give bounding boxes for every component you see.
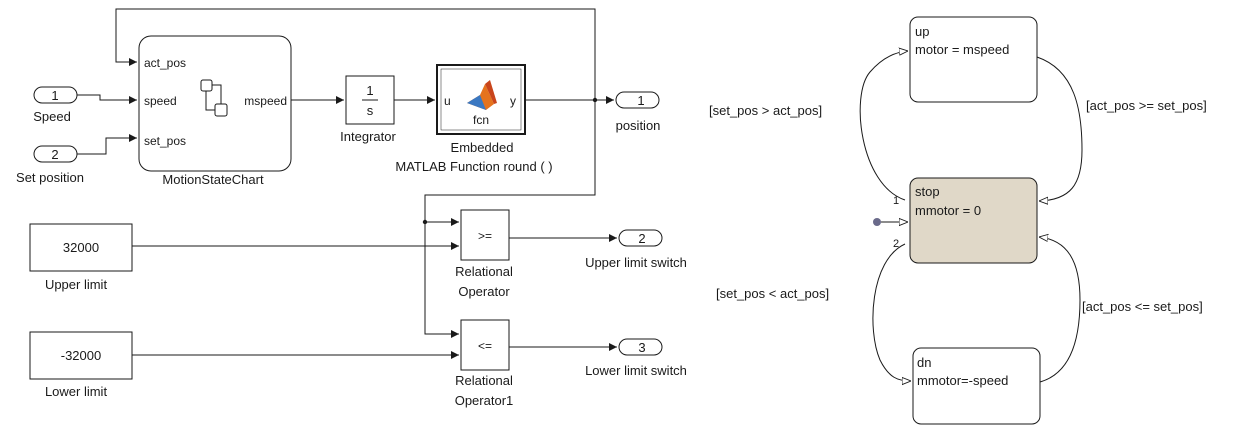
inport-number: 2 <box>51 147 58 162</box>
transition-priority-1: 1 <box>893 195 899 207</box>
outport-label: Lower limit switch <box>585 363 687 378</box>
state-action: mmotor=-speed <box>917 373 1008 388</box>
wire-feedback-act-pos[interactable] <box>115 8 596 100</box>
motion-state-chart-block[interactable]: act_pos speed set_pos mspeed MotionState… <box>138 35 292 187</box>
outport-position[interactable]: 1 position <box>615 91 661 133</box>
stateflow-chart-icon <box>200 79 228 117</box>
relational-label-line2: Operator <box>458 284 510 299</box>
outport-label: Upper limit switch <box>585 255 687 270</box>
transition-label-up-to-stop: [act_pos >= set_pos] <box>1086 98 1207 113</box>
state-up[interactable]: up motor = mspeed <box>909 16 1038 103</box>
state-name: up <box>915 24 929 39</box>
outport-number: 1 <box>637 93 644 108</box>
state-name: stop <box>915 184 940 199</box>
outport-upper-limit-switch[interactable]: 2 Upper limit switch <box>585 229 687 270</box>
chart-input-act-pos: act_pos <box>144 56 186 70</box>
relational-label-line1: Relational <box>455 373 513 388</box>
relational-operator-ge[interactable]: >= Relational Operator <box>455 209 513 299</box>
state-stop[interactable]: stop mmotor = 0 <box>909 177 1038 264</box>
constant-value: -32000 <box>61 348 101 363</box>
transition-priority-2: 2 <box>893 238 899 250</box>
state-name: dn <box>917 355 931 370</box>
relational-label-line2: Operator1 <box>455 393 514 408</box>
signal-lines <box>77 8 617 359</box>
integrator-name: Integrator <box>340 129 396 144</box>
embedded-function-text: fcn <box>473 113 489 127</box>
transition-label-dn-to-stop: [act_pos <= set_pos] <box>1082 299 1203 314</box>
integrator-denominator: s <box>367 103 374 118</box>
branch-point <box>422 219 428 225</box>
embedded-in-port: u <box>444 94 451 108</box>
chart-block-name: MotionStateChart <box>162 172 264 187</box>
constant-label: Upper limit <box>45 277 108 292</box>
stateflow-chart: up motor = mspeed stop mmotor = 0 dn mmo… <box>709 16 1207 425</box>
embedded-matlab-function-block[interactable]: u y fcn Embedded MATLAB Function round (… <box>395 64 553 174</box>
state-dn[interactable]: dn mmotor=-speed <box>912 347 1041 425</box>
constant-value: 32000 <box>63 240 99 255</box>
relational-label-line1: Relational <box>455 264 513 279</box>
state-action: motor = mspeed <box>915 42 1009 57</box>
integrator-block[interactable]: 1 s Integrator <box>340 75 396 144</box>
simulink-model: 1 Speed 2 Set position act_pos speed set… <box>16 8 687 408</box>
outport-number: 2 <box>638 231 645 246</box>
wire-position-to-le[interactable] <box>424 222 459 338</box>
state-action: mmotor = 0 <box>915 203 981 218</box>
transition-label-stop-to-dn: [set_pos < act_pos] <box>716 286 829 301</box>
constant-label: Lower limit <box>45 384 108 399</box>
transition-label-stop-to-up: [set_pos > act_pos] <box>709 103 822 118</box>
embedded-name-line2: MATLAB Function round ( ) <box>395 159 552 174</box>
integrator-numerator: 1 <box>366 83 373 98</box>
chart-input-speed: speed <box>144 94 177 108</box>
inport-set-position[interactable]: 2 Set position <box>16 145 84 185</box>
embedded-name-line1: Embedded <box>451 140 514 155</box>
default-transition-dot <box>873 218 881 226</box>
inport-label: Speed <box>33 109 71 124</box>
transition-up-to-stop[interactable] <box>1036 56 1083 201</box>
wire-set-position[interactable] <box>77 134 137 155</box>
matlab-logo-icon <box>467 80 497 110</box>
outport-label: position <box>616 118 661 133</box>
outport-lower-limit-switch[interactable]: 3 Lower limit switch <box>585 338 687 378</box>
constant-lower-limit[interactable]: -32000 Lower limit <box>29 331 133 399</box>
chart-output-mspeed: mspeed <box>244 94 287 108</box>
wire-position-to-ge[interactable] <box>424 100 596 226</box>
transition-dn-to-stop[interactable] <box>1039 237 1081 383</box>
transition-stop-to-dn[interactable] <box>872 243 911 381</box>
relational-operator-le[interactable]: <= Relational Operator1 <box>455 319 514 408</box>
inport-label: Set position <box>16 170 84 185</box>
inport-speed[interactable]: 1 Speed <box>33 86 78 124</box>
default-transition[interactable] <box>873 218 908 226</box>
relational-op-symbol: >= <box>478 229 492 243</box>
inport-number: 1 <box>51 88 58 103</box>
embedded-out-port: y <box>510 94 516 108</box>
chart-input-set-pos: set_pos <box>144 134 186 148</box>
wire-speed[interactable] <box>77 94 137 104</box>
relational-op-symbol: <= <box>478 339 492 353</box>
constant-upper-limit[interactable]: 32000 Upper limit <box>29 223 133 292</box>
state-stop-box <box>909 177 1038 264</box>
transition-stop-to-up[interactable] <box>859 51 908 201</box>
outport-number: 3 <box>638 340 645 355</box>
